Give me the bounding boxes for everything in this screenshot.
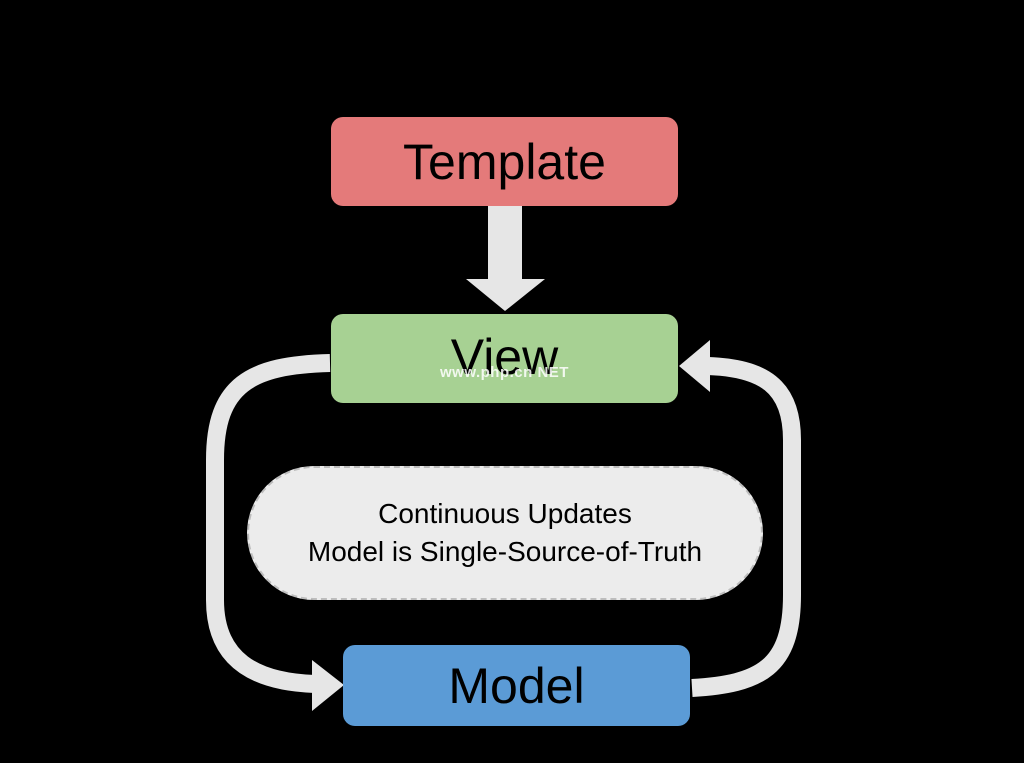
- note-bubble: Continuous Updates Model is Single-Sourc…: [247, 466, 763, 600]
- model-to-view-arrow: [679, 340, 801, 697]
- model-label: Model: [448, 657, 585, 714]
- template-label: Template: [403, 133, 606, 190]
- note-line-1: Continuous Updates: [378, 498, 632, 529]
- note-line-2: Model is Single-Source-of-Truth: [307, 536, 703, 567]
- watermark-text: www.php.cn NET: [440, 364, 569, 381]
- model-node: Model: [343, 645, 690, 726]
- template-to-view-arrow: [466, 206, 545, 311]
- view-node: View www.php.cn NET: [331, 314, 678, 403]
- view-label: View: [450, 328, 559, 385]
- view-to-model-arrow: [206, 354, 344, 711]
- template-node: Template: [331, 117, 678, 206]
